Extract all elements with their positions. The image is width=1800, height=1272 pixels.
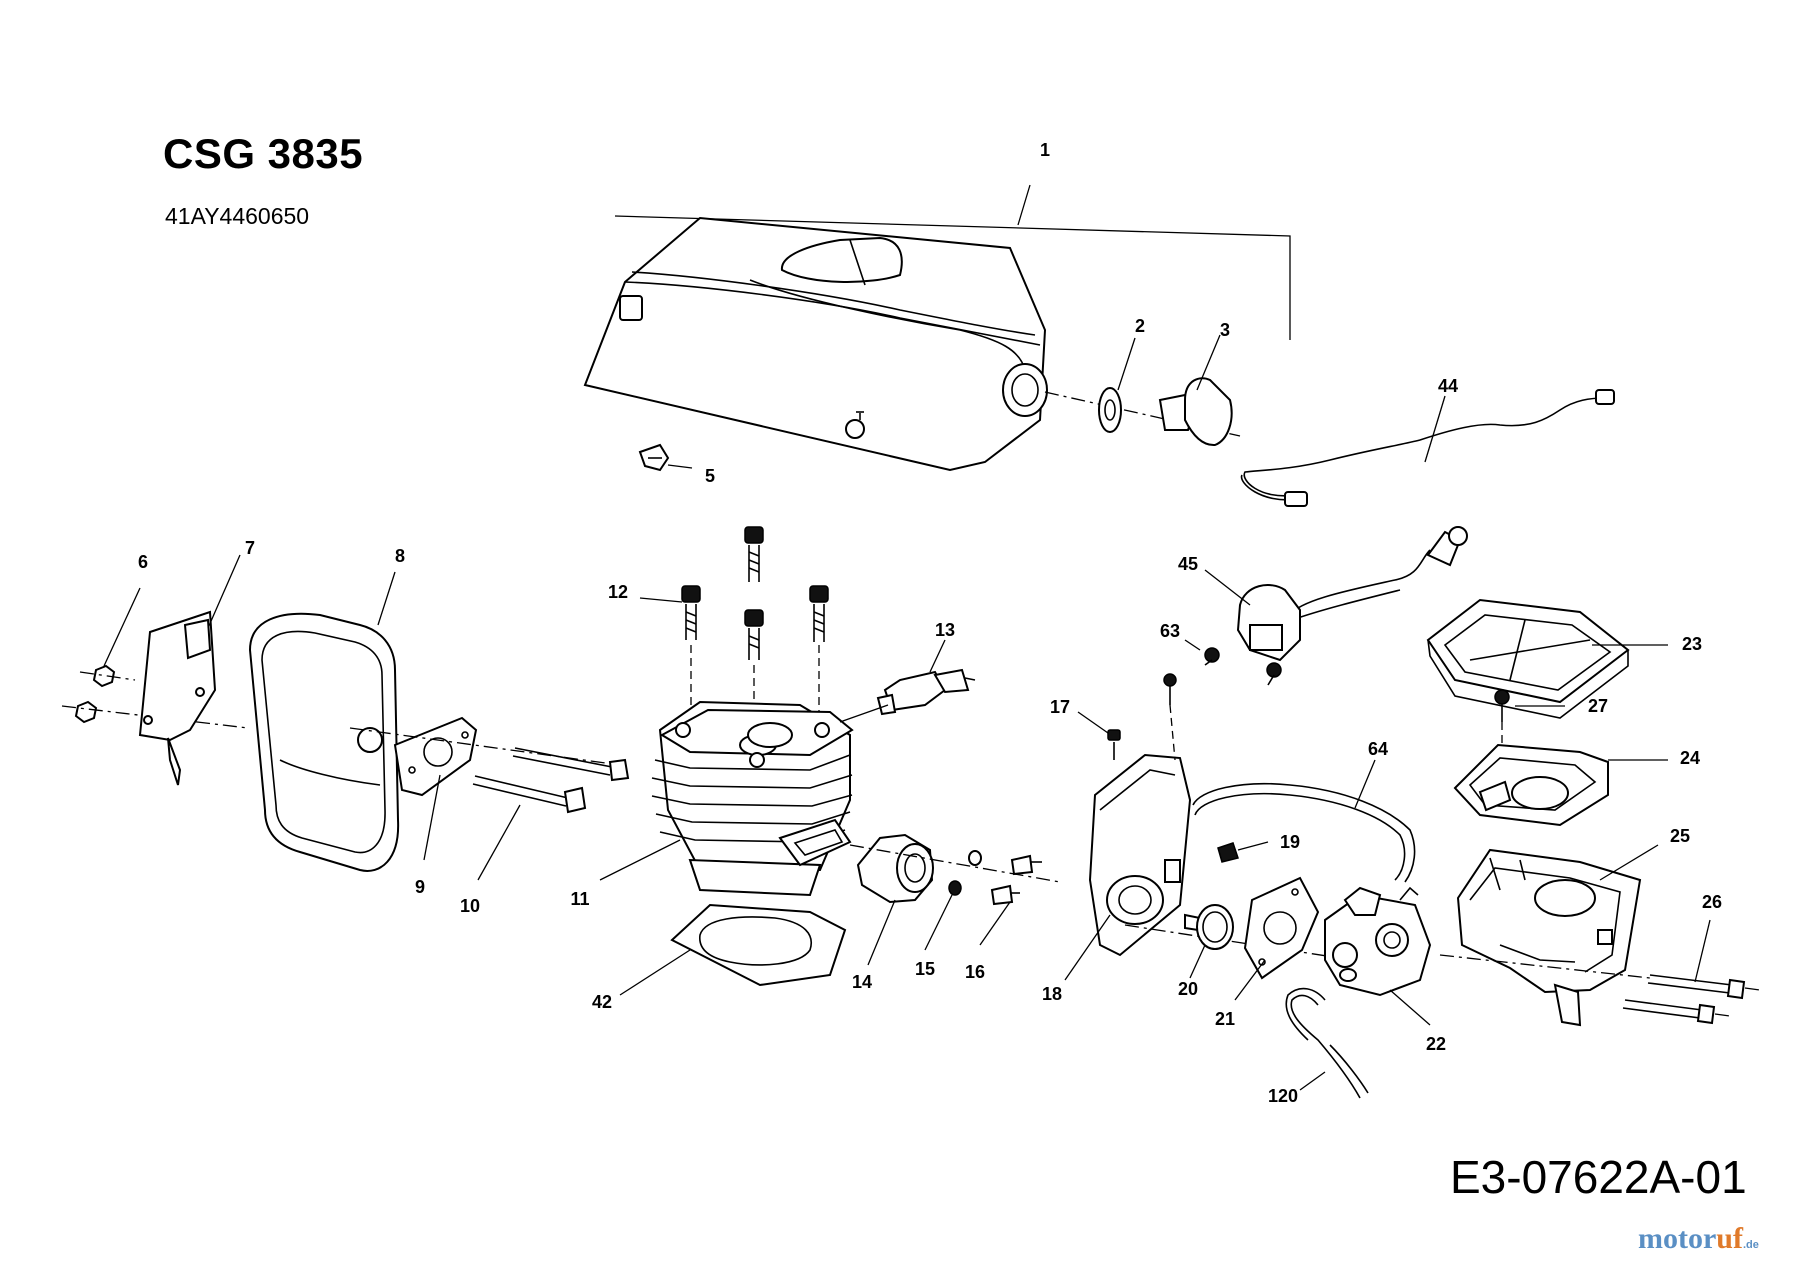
part-26-bolts: 26 bbox=[1439, 892, 1761, 1025]
label-26: 26 bbox=[1702, 892, 1722, 912]
part-8-muffler: 8 bbox=[248, 546, 405, 872]
label-2: 2 bbox=[1135, 316, 1145, 336]
label-25: 25 bbox=[1670, 826, 1690, 846]
label-10: 10 bbox=[460, 896, 480, 916]
label-3: 3 bbox=[1220, 320, 1230, 340]
label-27: 42 bbox=[592, 992, 612, 1012]
part-1-cover: 1 bbox=[583, 140, 1291, 472]
label-8: 8 bbox=[395, 546, 405, 566]
part-21-gasket: 21 bbox=[1215, 876, 1320, 1029]
label-44: 45 bbox=[1178, 554, 1198, 574]
part-3-knob: 3 bbox=[1158, 320, 1233, 447]
part-12-screws: 12 bbox=[608, 526, 829, 740]
part-9-gasket: 9 bbox=[349, 716, 621, 897]
label-14: 14 bbox=[852, 972, 872, 992]
part-27-gasket: 42 bbox=[592, 903, 847, 1012]
label-7: 7 bbox=[245, 538, 255, 558]
part-14-intake: 14 bbox=[849, 833, 1061, 992]
part-63-fuel-hose: 64 bbox=[1192, 739, 1416, 883]
label-23: 23 bbox=[1682, 634, 1702, 654]
part-5-clip: 5 bbox=[638, 443, 715, 486]
label-63: 64 bbox=[1368, 739, 1388, 759]
part-18-mount: 17 18 bbox=[1042, 673, 1341, 1004]
label-18: 18 bbox=[1042, 984, 1062, 1004]
part-25-housing: 25 bbox=[1456, 826, 1690, 1027]
part-19-block: 19 bbox=[1217, 832, 1300, 863]
label-21: 21 bbox=[1215, 1009, 1235, 1029]
part-44-ignition-module: 45 63 bbox=[1160, 526, 1468, 686]
label-20: 20 bbox=[1178, 979, 1198, 999]
label-19: 19 bbox=[1280, 832, 1300, 852]
part-2-washer: 2 bbox=[1098, 316, 1145, 433]
part-64-impulse-hose: 120 bbox=[1268, 987, 1369, 1106]
part-22-carburetor: 22 bbox=[1324, 886, 1446, 1054]
label-9: 9 bbox=[415, 877, 425, 897]
label-22: 22 bbox=[1426, 1034, 1446, 1054]
label-1: 1 bbox=[1040, 140, 1050, 160]
part-6-nut: 6 bbox=[61, 552, 249, 729]
label-16: 16 bbox=[965, 962, 985, 982]
label-24: 24 bbox=[1680, 748, 1700, 768]
part-120-screw: 27 bbox=[1494, 689, 1608, 750]
part-20-oring: 20 bbox=[1178, 904, 1234, 999]
model-title: CSG 3835 bbox=[163, 130, 364, 177]
part-11-cylinder: 11 bbox=[570, 700, 854, 909]
part-13-spark-plug: 13 bbox=[839, 620, 976, 723]
label-15: 15 bbox=[915, 959, 935, 979]
part-7-plate: 7 bbox=[138, 538, 255, 786]
part-42-cable: 44 bbox=[1240, 376, 1615, 507]
part-24-filter-plate: 24 bbox=[1453, 743, 1700, 827]
label-42: 44 bbox=[1438, 376, 1458, 396]
label-120: 27 bbox=[1588, 696, 1608, 716]
article-number: 41AY4460650 bbox=[165, 203, 310, 229]
part-10-bolts: 10 bbox=[460, 747, 630, 916]
part-23-air-filter: 23 bbox=[1426, 598, 1702, 719]
label-12: 12 bbox=[608, 582, 628, 602]
label-6: 6 bbox=[138, 552, 148, 572]
label-11: 11 bbox=[570, 889, 589, 909]
brand-logo: motoruf.de bbox=[1638, 1222, 1759, 1255]
part-15-16: 15 16 bbox=[915, 850, 1042, 982]
label-5: 5 bbox=[705, 466, 715, 486]
drawing-code: E3-07622A-01 bbox=[1450, 1151, 1747, 1203]
label-45: 63 bbox=[1160, 621, 1180, 641]
label-64: 120 bbox=[1268, 1086, 1298, 1106]
label-13: 13 bbox=[935, 620, 955, 640]
label-17: 17 bbox=[1050, 697, 1070, 717]
